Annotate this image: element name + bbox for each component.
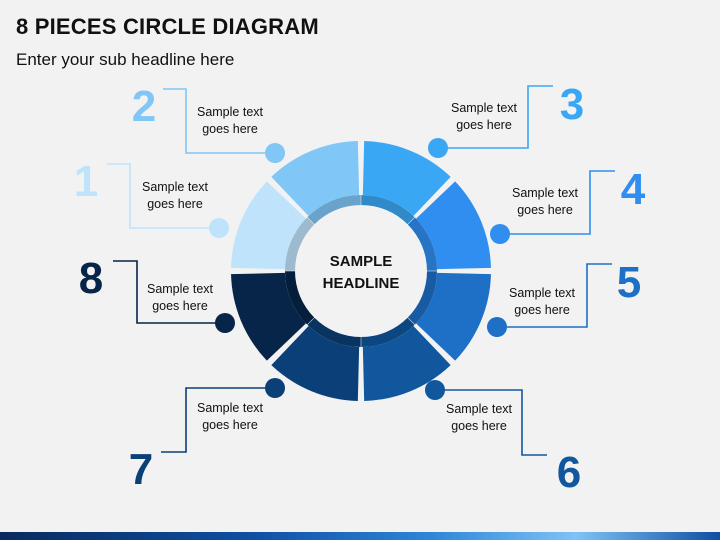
center-headline-line2: HEADLINE	[323, 275, 400, 292]
callout-text-line1: Sample text	[142, 180, 209, 194]
callout-dot	[265, 378, 285, 398]
callout-text-line1: Sample text	[446, 402, 513, 416]
step-number: 3	[560, 80, 584, 129]
callout-2: 2 Sample text goes here	[132, 82, 285, 163]
connector-line	[163, 88, 275, 154]
center-headline-line1: SAMPLE	[330, 253, 393, 270]
callout-text-line2: goes here	[451, 419, 507, 433]
connector-line	[497, 263, 612, 328]
callout-text-line1: Sample text	[512, 186, 579, 200]
callout-dot	[487, 317, 507, 337]
callout-text-line2: goes here	[514, 303, 570, 317]
connector-line	[435, 389, 547, 456]
step-number: 1	[74, 157, 98, 206]
callout-text-line2: goes here	[147, 197, 203, 211]
callout-4: 4 Sample text goes here	[490, 165, 646, 244]
callout-dot	[215, 313, 235, 333]
connector-line	[161, 387, 275, 453]
step-number: 7	[129, 445, 153, 494]
callout-3: 3 Sample text goes here	[428, 80, 584, 158]
callout-text-line1: Sample text	[197, 105, 264, 119]
callout-text-line2: goes here	[202, 122, 258, 136]
callout-text-line2: goes here	[456, 118, 512, 132]
segment-3	[362, 141, 451, 216]
center-circle	[295, 205, 427, 337]
connector-line	[438, 85, 553, 149]
segment-4	[416, 181, 491, 270]
segment-8	[231, 272, 306, 361]
callout-dot	[428, 138, 448, 158]
page-title: 8 PIECES CIRCLE DIAGRAM	[16, 14, 319, 39]
callout-text-line1: Sample text	[197, 401, 264, 415]
callout-dot	[265, 143, 285, 163]
callout-dot	[425, 380, 445, 400]
callout-text-line2: goes here	[202, 418, 258, 432]
callout-dot	[490, 224, 510, 244]
connector-line	[500, 170, 615, 235]
segment-7	[271, 326, 360, 401]
callout-text-line1: Sample text	[147, 282, 214, 296]
segment-1	[231, 181, 306, 270]
step-number: 4	[621, 165, 646, 214]
connector-line	[113, 260, 225, 324]
segment-2	[271, 141, 360, 216]
callout-text-line1: Sample text	[509, 286, 576, 300]
callout-text-line2: goes here	[517, 203, 573, 217]
callout-1: 1 Sample text goes here	[74, 157, 229, 238]
callout-text-line1: Sample text	[451, 101, 518, 115]
callout-dot	[209, 218, 229, 238]
step-number: 5	[617, 258, 641, 307]
callout-7: 7 Sample text goes here	[129, 378, 285, 494]
page-subtitle: Enter your sub headline here	[16, 50, 235, 69]
step-number: 2	[132, 82, 156, 131]
segment-6	[362, 326, 451, 401]
footer-bar	[0, 532, 720, 540]
step-number: 8	[79, 254, 103, 303]
step-number: 6	[557, 448, 581, 497]
segment-5	[416, 272, 491, 361]
ring-segments	[231, 141, 491, 401]
callout-6: 6 Sample text goes here	[425, 380, 581, 497]
callout-text-line2: goes here	[152, 299, 208, 313]
connector-line	[107, 163, 219, 229]
